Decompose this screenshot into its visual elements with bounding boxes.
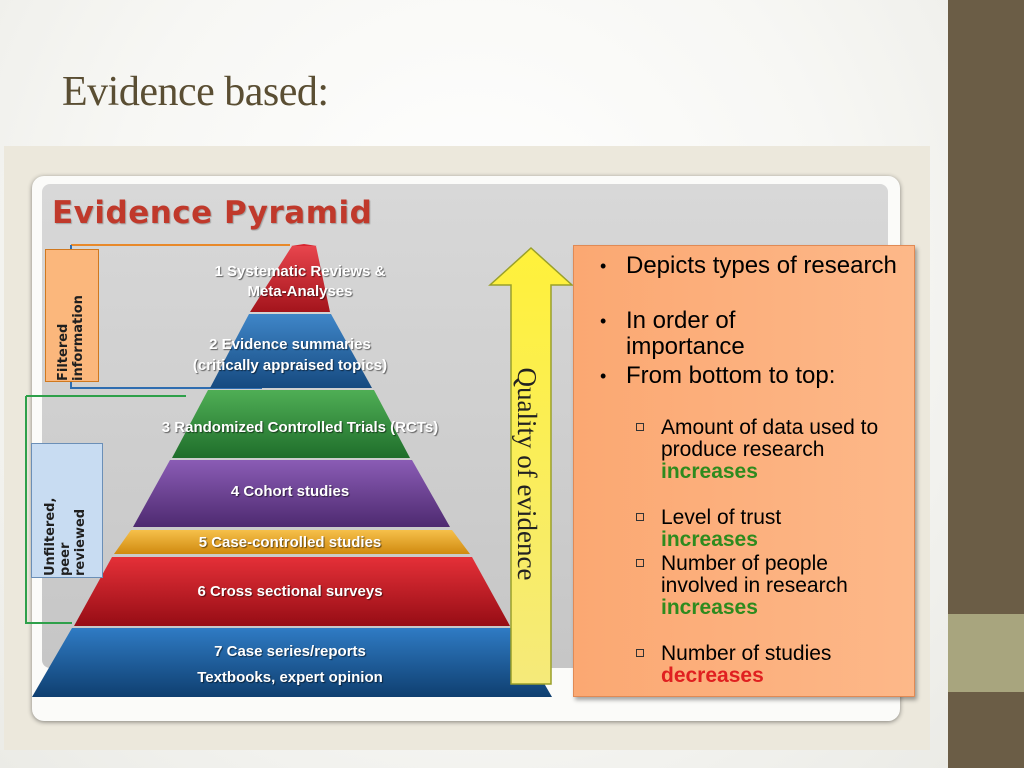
unfiltered-label: Unfiltered, peer reviewed — [43, 446, 91, 576]
level-4-label: 4 Cohort studies — [190, 482, 390, 502]
bullet-dot-icon: • — [600, 366, 607, 386]
sub-bullet-item: Number of studies decreases — [636, 643, 906, 687]
level-1-line-1: 1 Systematic Reviews & — [214, 263, 386, 280]
level-6-line-1: 6 Cross sectional surveys — [197, 583, 383, 600]
level-4-line-1: 4 Cohort studies — [230, 483, 350, 500]
sub-bullet-item: Number of people involved in research in… — [636, 553, 906, 619]
square-bullet-icon — [636, 559, 644, 567]
bullet-item: • In order of importance — [600, 307, 906, 360]
level-2-line-2: (critically appraised topics) — [192, 357, 388, 374]
bullet-text: Depicts types of research — [626, 252, 897, 279]
level-3-line-1: 3 Randomized Controlled Trials (RCTs) — [161, 419, 439, 436]
filtered-info-label: Filtered information — [56, 251, 88, 381]
filtered-label-line-2: information — [71, 295, 86, 381]
trend-keyword: increases — [661, 596, 758, 619]
square-bullet-icon — [636, 423, 644, 431]
pyramid-level-4 — [133, 460, 450, 527]
sub-bullet-text: Amount of data used to produce research — [661, 416, 879, 461]
bullet-text: From bottom to top: — [626, 362, 836, 389]
bullet-text: In order of importance — [626, 307, 745, 360]
pyramid-level-2 — [210, 314, 372, 388]
sub-bullet-item: Level of trust increases — [636, 507, 906, 551]
notes-box — [573, 245, 915, 697]
unfiltered-label-line-2: peer — [58, 542, 73, 576]
pyramid-heading: Evidence Pyramid — [52, 195, 373, 231]
level-5-line-1: 5 Case-controlled studies — [198, 534, 382, 551]
pyramid-level-7 — [32, 628, 552, 697]
square-bullet-icon — [636, 649, 644, 657]
level-3-label: 3 Randomized Controlled Trials (RCTs) — [120, 418, 480, 438]
filtered-label-line-1: Filtered — [56, 323, 71, 381]
pyramid-level-5 — [114, 530, 470, 554]
level-7-line-2: Textbooks, expert opinion — [197, 669, 383, 686]
level-7-line-1: 7 Case series/reports — [214, 643, 366, 660]
sub-bullet-item: Amount of data used to produce research … — [636, 417, 906, 483]
sub-bullet-text: Number of studies — [661, 642, 832, 665]
bullet-dot-icon: • — [600, 311, 607, 331]
pyramid-level-6 — [74, 557, 510, 626]
trend-keyword: increases — [661, 460, 758, 483]
trend-keyword: decreases — [661, 664, 764, 687]
sub-bullet-text: Number of people involved in research — [661, 552, 848, 597]
level-2-label: 2 Evidence summaries (critically apprais… — [160, 334, 420, 376]
level-7-label: 7 Case series/reports Textbooks, expert … — [160, 639, 420, 691]
pyramid-level-1-peak — [291, 244, 317, 246]
bullet-dot-icon: • — [600, 256, 607, 276]
pyramid-diagram — [25, 244, 574, 697]
level-1-label: 1 Systematic Reviews & Meta-Analyses — [170, 262, 430, 302]
slide-side-accent — [948, 614, 1024, 692]
trend-keyword: increases — [661, 528, 758, 551]
level-6-label: 6 Cross sectional surveys — [160, 582, 420, 602]
unfiltered-box — [31, 443, 103, 578]
level-2-line-1: 2 Evidence summaries — [209, 336, 371, 353]
bullet-item: • From bottom to top: — [600, 362, 906, 389]
quality-arrow — [488, 246, 574, 685]
unfiltered-label-line-1: Unfiltered, — [43, 497, 58, 576]
level-5-label: 5 Case-controlled studies — [160, 533, 420, 553]
square-bullet-icon — [636, 513, 644, 521]
quality-of-evidence-label: Quality of evidence — [512, 367, 542, 581]
pyramid-level-3 — [172, 390, 410, 458]
unfiltered-label-line-3: reviewed — [73, 508, 88, 576]
level-1-line-2: Meta-Analyses — [247, 283, 353, 300]
bullet-item: • Depicts types of research — [600, 252, 906, 279]
slide-title: Evidence based: — [62, 69, 329, 115]
filtered-info-box — [45, 249, 99, 382]
sub-bullet-text: Level of trust — [661, 506, 782, 529]
unfiltered-bracket — [25, 395, 186, 624]
pyramid-level-1 — [250, 246, 330, 312]
